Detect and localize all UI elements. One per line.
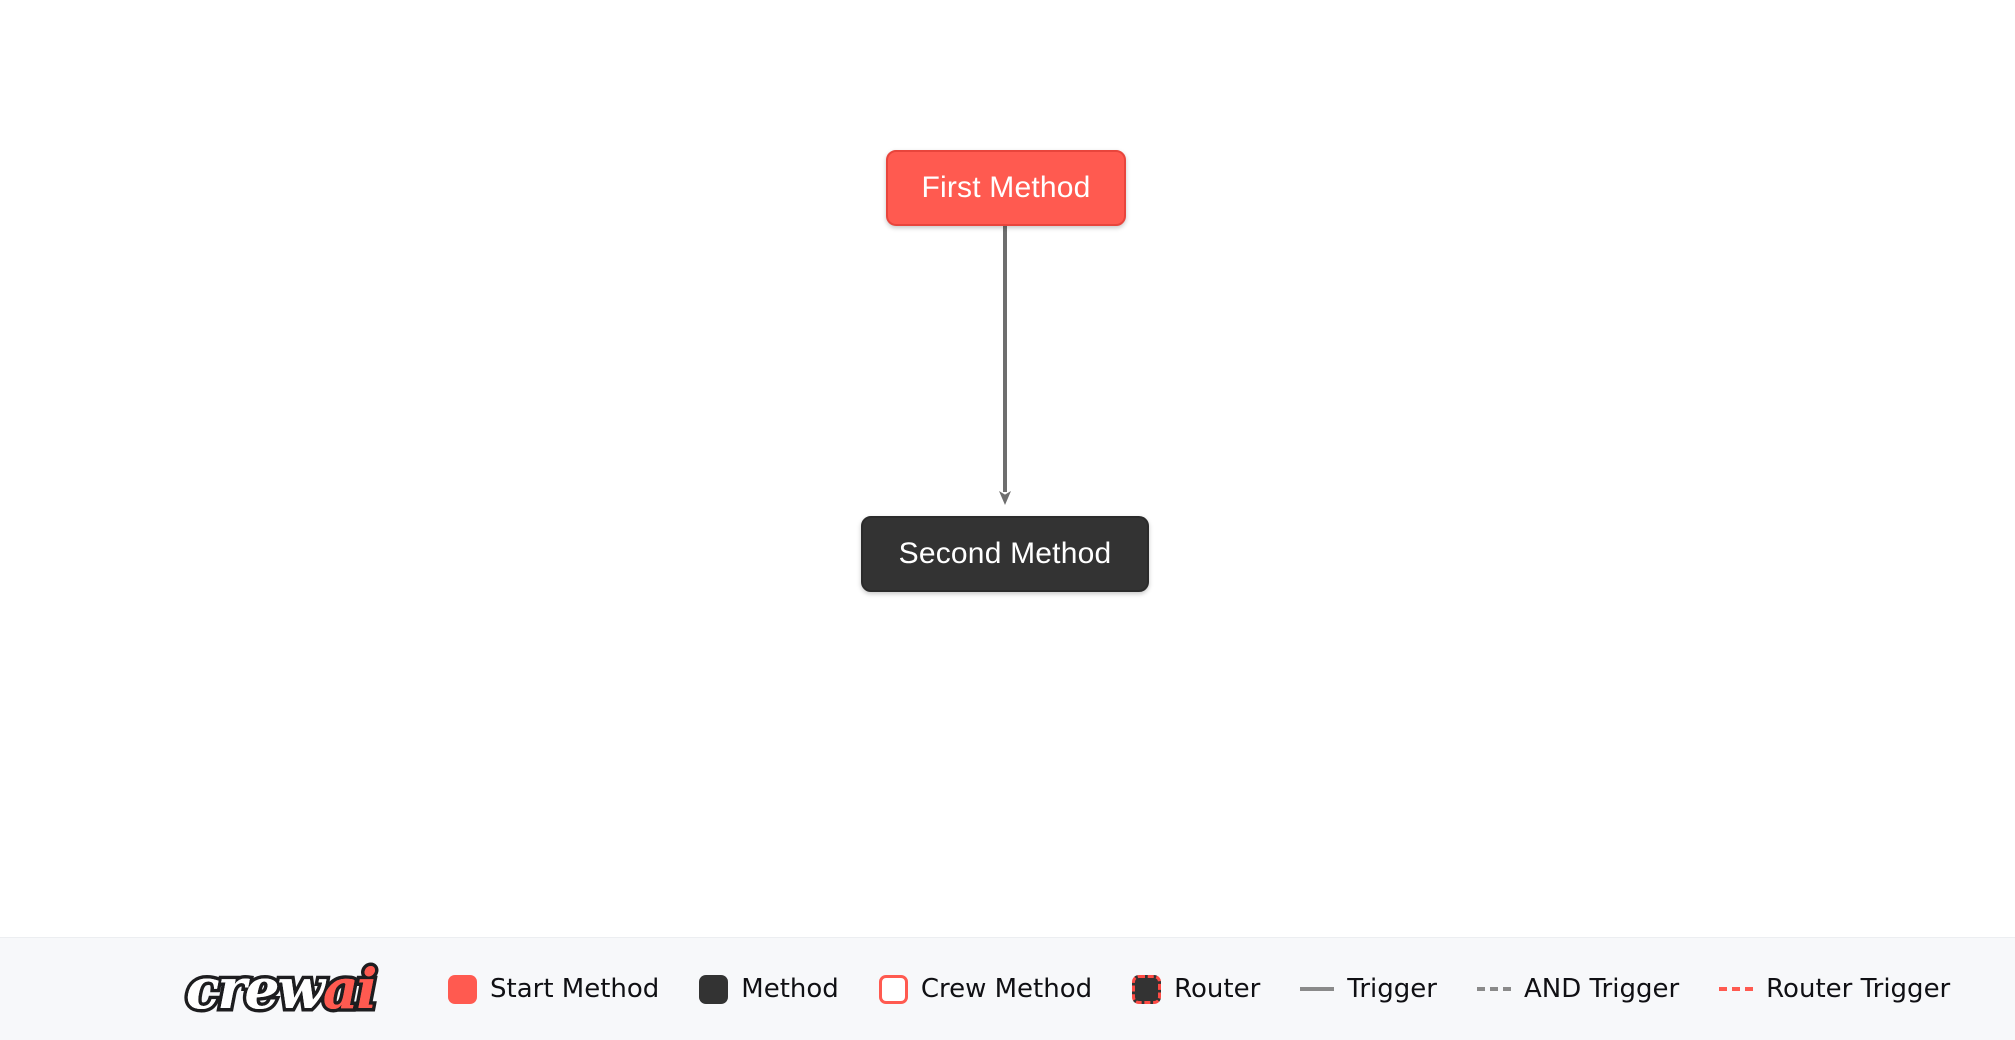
method-swatch-icon bbox=[699, 974, 729, 1004]
flow-graph-area[interactable]: First Method Second Method bbox=[0, 0, 2015, 937]
crewai-logo-fill: crewai bbox=[186, 952, 378, 1026]
and-trigger-line-icon bbox=[1476, 987, 1511, 991]
legend-item-label: AND Trigger bbox=[1523, 974, 1680, 1004]
start-method-swatch-icon bbox=[448, 974, 477, 1004]
legend-bar: crewai crewai Start Method Method bbox=[0, 937, 2015, 1040]
legend-item-router[interactable]: Router bbox=[1132, 974, 1261, 1004]
legend-item-start-method[interactable]: Start Method bbox=[448, 974, 660, 1004]
router-trigger-line-icon bbox=[1719, 987, 1754, 991]
legend-item-label: Trigger bbox=[1347, 974, 1437, 1004]
legend-item-label: Crew Method bbox=[920, 974, 1093, 1004]
trigger-line-icon bbox=[1300, 987, 1335, 991]
crewai-logo-crew: crew bbox=[186, 956, 325, 1021]
legend-item-label: Router bbox=[1174, 974, 1261, 1004]
legend-items: Start Method Method Crew Method Router T bbox=[448, 974, 1950, 1004]
legend-item-router-trigger[interactable]: Router Trigger bbox=[1719, 976, 1950, 1002]
legend-item-label: Start Method bbox=[490, 974, 660, 1004]
flow-node-first-method[interactable]: First Method bbox=[886, 150, 1126, 226]
crewai-logo-crew-outline: crew bbox=[183, 953, 329, 1025]
legend-item-trigger[interactable]: Trigger bbox=[1300, 976, 1437, 1002]
legend-item-label: Router Trigger bbox=[1766, 974, 1951, 1004]
crewai-logo-outline: crewai bbox=[183, 952, 381, 1026]
legend-inner: crewai crewai Start Method Method bbox=[183, 952, 1951, 1026]
legend-item-method[interactable]: Method bbox=[699, 974, 839, 1004]
flow-node-label: First Method bbox=[921, 171, 1091, 204]
legend-item-and-trigger[interactable]: AND Trigger bbox=[1476, 974, 1680, 1004]
flow-node-second-method[interactable]: Second Method bbox=[861, 516, 1149, 592]
crew-method-swatch-icon bbox=[878, 974, 908, 1004]
legend-item-label: Method bbox=[741, 974, 839, 1004]
crewai-logo-ai-outline: ai bbox=[319, 953, 380, 1025]
legend-item-crew-method[interactable]: Crew Method bbox=[878, 974, 1093, 1004]
flow-node-label: Second Method bbox=[898, 537, 1112, 570]
flow-edges-layer bbox=[999, 226, 1011, 505]
crewai-logo-ai: ai bbox=[322, 956, 378, 1021]
crewai-logo: crewai crewai bbox=[183, 952, 404, 1026]
router-swatch-icon bbox=[1132, 974, 1162, 1004]
